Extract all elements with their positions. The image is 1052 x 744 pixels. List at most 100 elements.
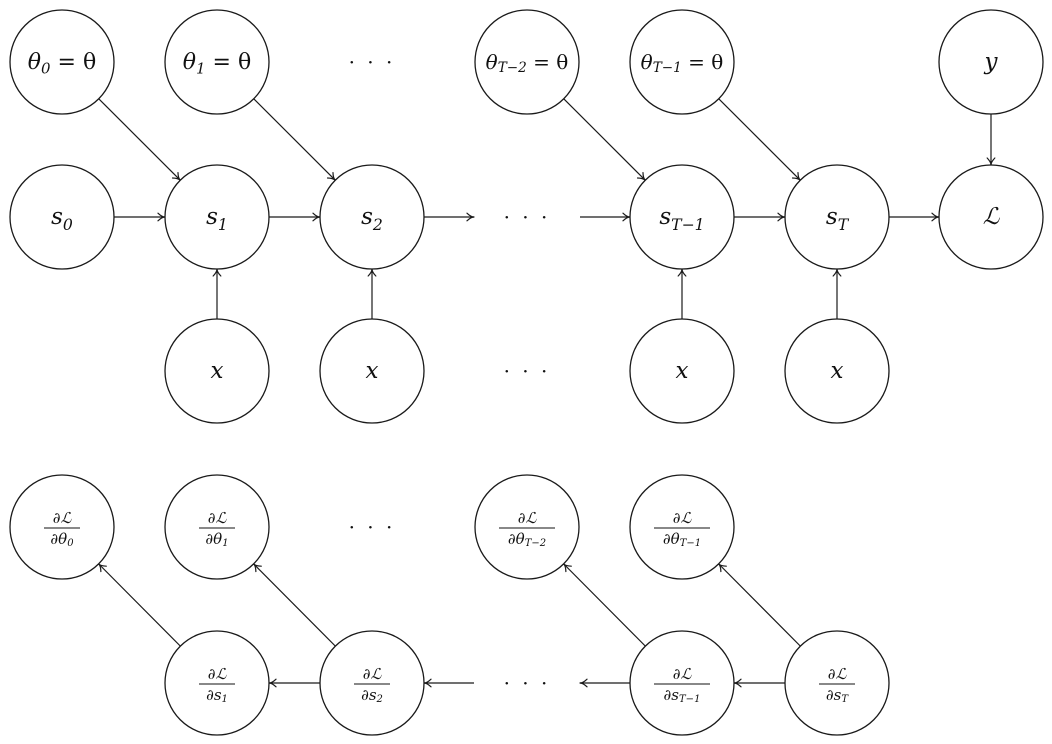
- s1-node: s1: [164, 164, 270, 270]
- edge-grad-sT1-to-thetaT2: [563, 563, 646, 647]
- thetaT2-label: θT−2 = θ: [486, 50, 569, 76]
- theta0-node-circle: [9, 9, 115, 115]
- thetaT1-label-symbol: θ: [641, 50, 653, 74]
- edge-sT1-to-sT: [734, 212, 786, 222]
- y-node-circle: [938, 9, 1044, 115]
- s2-label-subscript: 2: [372, 214, 383, 233]
- g_thetaT1-denominator-symbol: ∂θ: [663, 530, 680, 548]
- g_s1-denominator: ∂s1: [206, 686, 228, 705]
- theta1-node-circle: [164, 9, 270, 115]
- g_s1-denominator-symbol: ∂s: [206, 686, 222, 704]
- L-node: ℒ: [938, 164, 1044, 270]
- x2-label-symbol: x: [366, 358, 379, 384]
- g_s2-node-circle: [319, 630, 425, 736]
- edge-y-to-loss: [986, 114, 996, 166]
- g_s1-numerator: ∂ℒ: [208, 665, 228, 683]
- edge-grad-sT-to-sT1: [733, 678, 785, 688]
- edge-theta0-to-s1-line: [98, 98, 181, 181]
- g_thetaT1-node-circle: [629, 474, 735, 580]
- L-node-circle: [938, 164, 1044, 270]
- y-node: y: [938, 9, 1044, 115]
- edge-grad-sT1-to-ellipsis-arrowhead: [579, 678, 588, 688]
- thetaT1-node-circle: [629, 9, 735, 115]
- theta1-node: θ1 = θ: [164, 9, 270, 115]
- s1-label: s1: [206, 204, 228, 233]
- thetaT1-label-subscript: T−1: [653, 60, 682, 76]
- g_s1-denominator-subscript: 1: [222, 694, 228, 705]
- x1-label: x: [211, 358, 224, 384]
- sT-label: sT: [826, 204, 850, 233]
- x2-node: x: [319, 318, 425, 424]
- g_sT-node: ∂ℒ∂sT: [784, 630, 890, 736]
- xT1-label-symbol: x: [676, 358, 689, 384]
- ellipsis-top-row: · · ·: [349, 50, 396, 74]
- g_thetaT1-node: ∂ℒ ∂θT−1: [629, 474, 735, 580]
- x1-label-symbol: x: [211, 358, 224, 384]
- edge-x-to-sT: [832, 268, 842, 319]
- edge-grad-sT-to-thetaT1-line: [718, 563, 801, 647]
- g_sT-numerator: ∂ℒ: [828, 665, 848, 683]
- thetaT2-label-suffix: = θ: [527, 50, 569, 74]
- g_theta0-node-circle: [9, 474, 115, 580]
- s1-label-subscript: 1: [218, 214, 228, 233]
- s0-label-subscript: 0: [63, 214, 73, 233]
- edge-x-to-sT1: [677, 268, 687, 319]
- g_theta1-denominator-subscript: 1: [222, 538, 228, 549]
- thetaT2-label-symbol: θ: [486, 50, 498, 74]
- sT-node-circle: [784, 164, 890, 270]
- s2-label: s2: [361, 204, 383, 233]
- edge-s2-to-ellipsis-arrowhead: [466, 212, 475, 222]
- xT-label: x: [831, 358, 844, 384]
- s0-node: s0: [9, 164, 115, 270]
- edge-ellipsis-to-sT1: [580, 212, 631, 222]
- sT1-node: sT−1: [629, 164, 735, 270]
- g_sT1-numerator: ∂ℒ: [673, 665, 693, 683]
- g_thetaT2-node: ∂ℒ∂θT−2: [474, 474, 580, 580]
- sT1-label: sT−1: [659, 204, 704, 233]
- g_sT-denominator-symbol: ∂s: [826, 686, 842, 704]
- s2-node: s2: [319, 164, 425, 270]
- g_theta0-denominator-symbol: ∂θ: [50, 530, 67, 548]
- edge-sT-to-loss: [889, 212, 940, 222]
- edge-grad-s2-to-theta1: [253, 563, 336, 647]
- edge-theta1-to-s2-line: [253, 98, 336, 181]
- xT-node: x: [784, 318, 890, 424]
- edge-grad-s2-to-s1: [268, 678, 320, 688]
- edge-grad-s1-to-theta0-line: [98, 563, 181, 647]
- g_theta1-node-circle: [164, 474, 270, 580]
- edge-s1-to-s2: [269, 212, 321, 222]
- s1-label-symbol: s: [206, 204, 218, 230]
- edge-x-to-s1: [212, 268, 222, 319]
- g_sT1-denominator-symbol: ∂s: [664, 686, 680, 704]
- sT1-label-symbol: s: [659, 204, 671, 230]
- g_thetaT1-denominator: ∂θT−1: [663, 530, 701, 549]
- g_thetaT2-numerator: ∂ℒ: [518, 509, 538, 527]
- xT1-label: x: [676, 358, 689, 384]
- g_theta0-denominator-subscript: 0: [67, 538, 74, 549]
- s2-label-symbol: s: [361, 204, 373, 230]
- sT1-node-circle: [629, 164, 735, 270]
- g_theta0-node: ∂ℒ ∂θ0: [9, 474, 115, 580]
- s0-node-circle: [9, 164, 115, 270]
- s2-node-circle: [319, 164, 425, 270]
- xT1-node: x: [629, 318, 735, 424]
- ellipsis-layer: · · ·· · ·· · ·· · ·· · ·: [349, 50, 551, 695]
- g_sT-node-circle: [784, 630, 890, 736]
- sT1-label-subscript: T−1: [671, 214, 704, 233]
- theta0-label-subscript: 0: [41, 60, 51, 78]
- theta0-label-symbol: θ: [28, 50, 41, 75]
- edge-thetaT1-to-sT: [718, 98, 801, 181]
- theta0-label: θ0 = θ: [28, 50, 96, 78]
- g_theta0-numerator: ∂ℒ: [53, 509, 73, 527]
- edge-grad-ellipsis-to-s2: [423, 678, 474, 688]
- g_thetaT1-numerator: ∂ℒ: [673, 509, 693, 527]
- x2-label: x: [366, 358, 379, 384]
- edge-thetaT2-to-sT1-line: [563, 98, 646, 181]
- s1-node-circle: [164, 164, 270, 270]
- ellipsis-input-row: · · ·: [504, 359, 551, 383]
- g_thetaT2-node-circle: [474, 474, 580, 580]
- edge-grad-s1-to-theta0: [98, 563, 181, 647]
- edge-grad-sT1-to-thetaT2-line: [563, 563, 646, 647]
- g_sT1-node: ∂ℒ∂sT−1: [629, 630, 735, 736]
